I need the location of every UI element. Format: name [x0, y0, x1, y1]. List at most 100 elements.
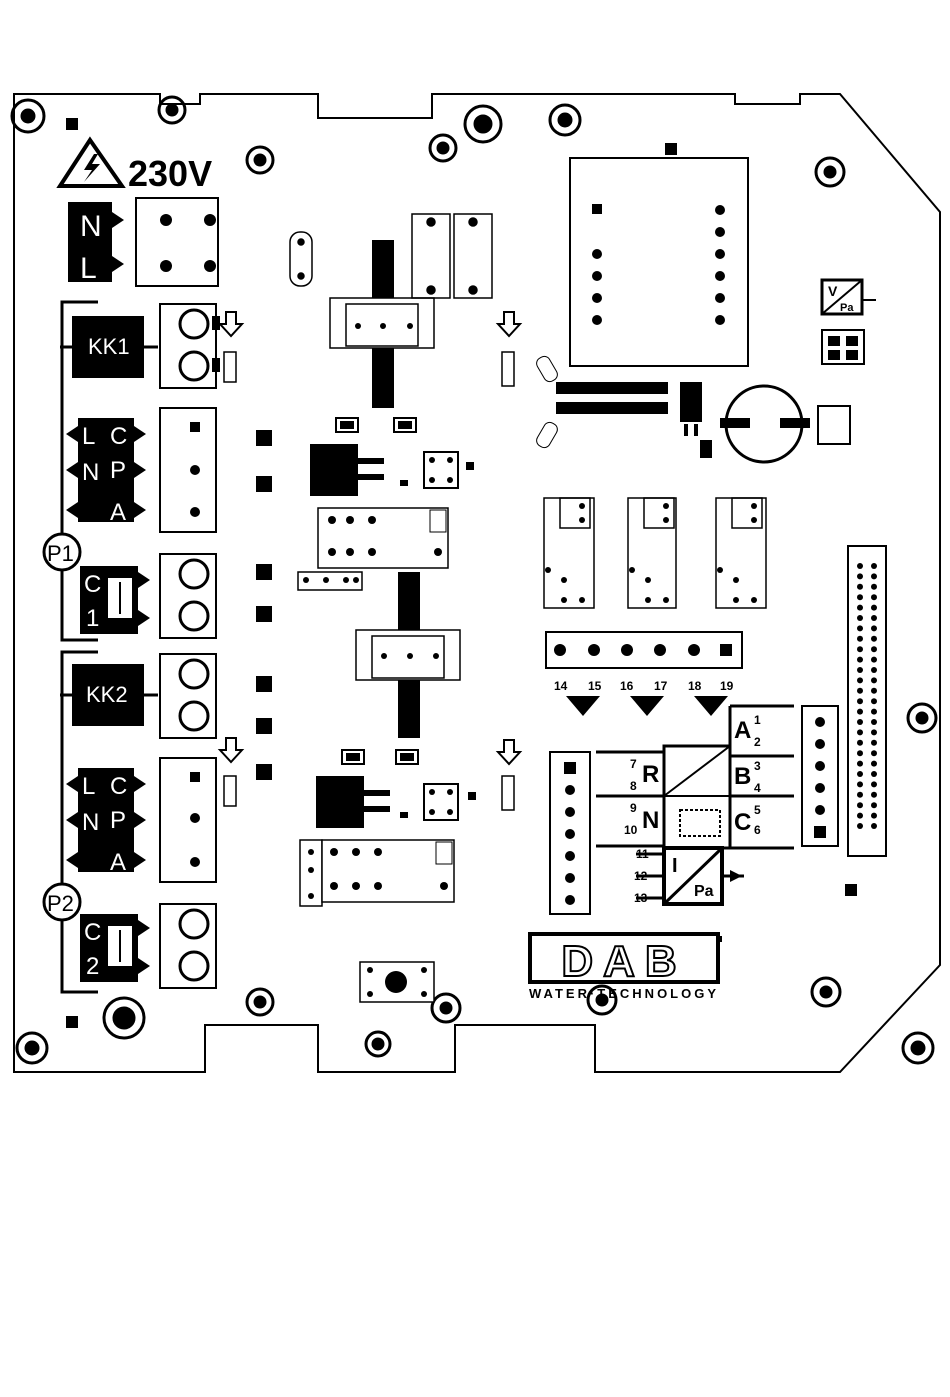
mains-n-label: N	[80, 210, 102, 243]
lnpa2-p: P	[110, 807, 126, 834]
sensor-pa: Pa	[694, 883, 714, 900]
ribbon-pin	[857, 719, 863, 725]
transformer	[570, 158, 748, 366]
lnpa1-n: N	[82, 459, 99, 486]
ribbon-pin	[871, 646, 877, 652]
p1-label: P1	[47, 541, 74, 566]
ribbon-pin	[871, 771, 877, 777]
relay-t4: 4	[754, 781, 761, 795]
lnpa2-c: C	[110, 773, 127, 800]
relay-c: C	[734, 809, 751, 836]
ribbon-pin	[857, 709, 863, 715]
relay-t7: 7	[630, 757, 637, 771]
ribbon-pin	[871, 573, 877, 579]
c2-letter: C	[84, 919, 101, 946]
ribbon-pin	[857, 761, 863, 767]
ribbon-pin	[857, 688, 863, 694]
terminal-15: 15	[588, 679, 602, 693]
ribbon-pin	[857, 813, 863, 819]
ribbon-pin	[857, 667, 863, 673]
sensor-i: I	[672, 855, 678, 877]
ribbon-pin	[871, 781, 877, 787]
top-sensor-v: V	[828, 283, 838, 299]
ribbon-pin	[871, 729, 877, 735]
relay-n: N	[642, 807, 659, 834]
ribbon-pin	[871, 677, 877, 683]
relay-a: A	[734, 717, 751, 744]
ribbon-pin	[871, 563, 877, 569]
ribbon-pin	[857, 792, 863, 798]
ribbon-pin	[857, 573, 863, 579]
relay-t9: 9	[630, 801, 637, 815]
terminal-16: 16	[620, 679, 634, 693]
top-sensor-pa: Pa	[840, 302, 854, 314]
ribbon-pin	[857, 750, 863, 756]
brand-tagline: WATER·TECHNOLOGY	[529, 986, 719, 1001]
relay-b: B	[734, 763, 751, 790]
c1-letter: C	[84, 571, 101, 598]
lnpa1-l: L	[82, 423, 95, 450]
ribbon-pin	[857, 823, 863, 829]
sensor-t11: 11	[636, 847, 649, 861]
ribbon-pin	[857, 563, 863, 569]
relay-t8: 8	[630, 779, 637, 793]
relay-t6: 6	[754, 823, 761, 837]
c1-number: 1	[86, 605, 99, 632]
ribbon-pin	[871, 605, 877, 611]
terminal-14: 14	[554, 679, 568, 693]
relay-t3: 3	[754, 759, 761, 773]
lnpa1-a: A	[110, 499, 126, 526]
lnpa2-l: L	[82, 773, 95, 800]
ribbon-pin	[871, 750, 877, 756]
ribbon-pin	[871, 698, 877, 704]
c2-number: 2	[86, 953, 99, 980]
ribbon-pin	[857, 636, 863, 642]
ribbon-pin	[857, 771, 863, 777]
voltage-label: 230V	[128, 153, 212, 194]
ribbon-pin	[857, 729, 863, 735]
ribbon-pin	[857, 615, 863, 621]
ribbon-pin	[857, 584, 863, 590]
ribbon-pin	[857, 657, 863, 663]
triac-1	[330, 298, 434, 348]
ribbon-pin	[871, 688, 877, 694]
led-slot	[224, 352, 236, 382]
ribbon-pin	[871, 584, 877, 590]
lnpa1-c: C	[110, 423, 127, 450]
terminal-17: 17	[654, 679, 668, 693]
ribbon-pin	[871, 636, 877, 642]
ribbon-pin	[871, 761, 877, 767]
terminal-19: 19	[720, 679, 734, 693]
terminal-18: 18	[688, 679, 702, 693]
kk1-label: KK1	[88, 334, 130, 359]
sensor-t13: 13	[634, 891, 648, 905]
ribbon-pin	[871, 802, 877, 808]
triac-2	[356, 630, 460, 680]
relay-t2: 2	[754, 735, 761, 749]
lnpa1-p: P	[110, 457, 126, 484]
relay-r: R	[642, 761, 659, 788]
ribbon-pin	[871, 740, 877, 746]
led-slot	[502, 776, 514, 810]
led-slot	[224, 776, 236, 806]
sensor-t12: 12	[634, 869, 648, 883]
ribbon-pin	[857, 802, 863, 808]
ribbon-pin	[871, 719, 877, 725]
ribbon-pin	[857, 740, 863, 746]
ribbon-pin	[857, 594, 863, 600]
ribbon-pin	[871, 594, 877, 600]
relay-t10: 10	[624, 823, 638, 837]
kk2-block	[60, 654, 216, 738]
ribbon-pin	[871, 792, 877, 798]
led-slot	[502, 352, 514, 386]
ribbon-pin	[857, 605, 863, 611]
ribbon-pin	[871, 625, 877, 631]
ribbon-connector	[848, 546, 886, 856]
ribbon-pin	[871, 615, 877, 621]
ribbon-pin	[857, 646, 863, 652]
terminal-column-left	[550, 752, 590, 914]
ribbon-pin	[871, 823, 877, 829]
ribbon-pin	[857, 625, 863, 631]
ribbon-pin	[857, 698, 863, 704]
